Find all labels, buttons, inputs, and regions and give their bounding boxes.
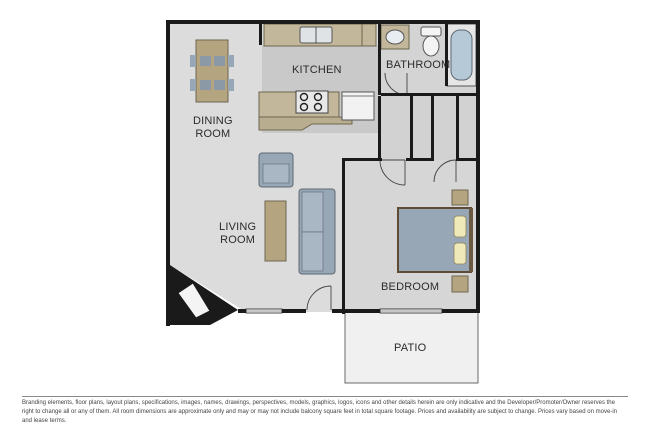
nightstand bbox=[451, 189, 469, 206]
dining-chair bbox=[228, 79, 234, 91]
dining-chair bbox=[200, 80, 211, 90]
door-swing bbox=[379, 159, 406, 186]
living-label-line1: LIVING bbox=[219, 221, 257, 233]
headboard bbox=[469, 208, 473, 272]
burner bbox=[299, 92, 309, 102]
footer-divider bbox=[22, 396, 628, 397]
dining-chair bbox=[228, 55, 234, 67]
bath-sink bbox=[385, 29, 405, 45]
burner bbox=[313, 92, 323, 102]
dining-table bbox=[195, 39, 229, 103]
toilet-bowl bbox=[422, 35, 440, 57]
burner bbox=[299, 102, 309, 112]
interior-walls bbox=[259, 23, 478, 314]
dining-room-label: DINING ROOM bbox=[193, 115, 233, 141]
fireplace-hearth bbox=[177, 282, 211, 319]
dining-label-line2: ROOM bbox=[195, 128, 231, 140]
dining-chair bbox=[214, 80, 225, 90]
dining-label-line1: DINING bbox=[193, 115, 233, 127]
kitchen-label: KITCHEN bbox=[292, 64, 342, 76]
refrigerator bbox=[341, 91, 375, 121]
armchair-seat bbox=[262, 163, 290, 184]
door-swing bbox=[433, 159, 457, 183]
dining-chair bbox=[190, 79, 196, 91]
hallway-floor bbox=[378, 95, 478, 160]
coffee-table bbox=[264, 200, 287, 262]
dining-chair bbox=[200, 56, 211, 66]
dining-chair bbox=[190, 55, 196, 67]
dining-chair bbox=[214, 56, 225, 66]
kitchen-bar-counter bbox=[258, 116, 353, 131]
pillow bbox=[453, 242, 467, 265]
patio-label: PATIO bbox=[394, 342, 427, 354]
sofa-cushion bbox=[301, 191, 324, 233]
nightstand bbox=[451, 275, 469, 293]
living-room-label: LIVING ROOM bbox=[219, 221, 256, 247]
bathtub-basin bbox=[450, 29, 473, 81]
burner bbox=[313, 102, 323, 112]
bedroom-label: BEDROOM bbox=[381, 281, 440, 293]
living-label-line2: ROOM bbox=[220, 234, 256, 246]
toilet-tank bbox=[420, 26, 442, 37]
door-swing bbox=[306, 285, 332, 311]
fireplace bbox=[170, 265, 238, 325]
pillow bbox=[453, 215, 467, 238]
stove bbox=[295, 90, 329, 114]
exterior-walls bbox=[166, 20, 480, 326]
kitchen-counter-side bbox=[361, 23, 377, 47]
sofa-cushion bbox=[301, 231, 324, 272]
disclaimer-text: Branding elements, floor plans, layout p… bbox=[22, 400, 617, 424]
bathroom-label: BATHROOM bbox=[386, 59, 451, 71]
